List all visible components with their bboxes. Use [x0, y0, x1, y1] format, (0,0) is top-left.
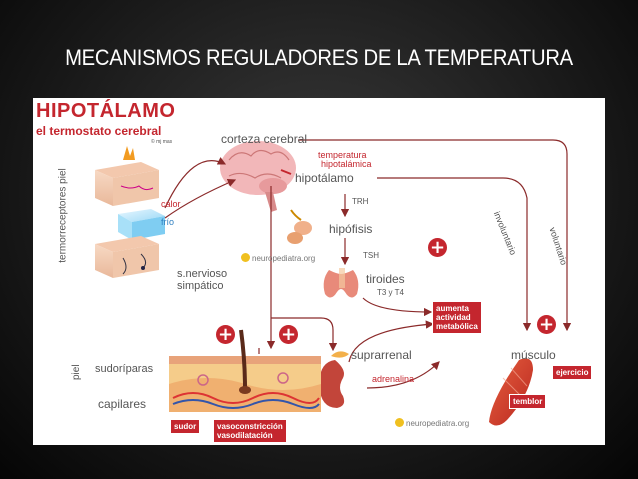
vaso-line-1: vasoconstricción [217, 422, 283, 431]
temperatura-label: temperatura [318, 150, 367, 160]
vasoconstriccion-box: vasoconstricción vasodilatación [213, 419, 287, 443]
aumenta-line-3: metabólica [436, 322, 478, 331]
simpatico-label: simpático [177, 280, 224, 292]
hipotalamo-label: hipotálamo [295, 171, 354, 185]
aumenta-line-1: aumenta [436, 304, 469, 313]
plus-sign-adrenal: + [279, 324, 298, 345]
skin-block-hot [95, 146, 159, 206]
capilares-label: capilares [98, 397, 147, 411]
suprarrenal-label: suprarrenal [351, 348, 412, 362]
hipofisis-label: hipófisis [329, 222, 373, 236]
watermark-1: neuropediatra.org [241, 253, 315, 263]
frio-label: frío [161, 217, 175, 227]
diagram-panel: HIPOTÁLAMO el termostato cerebral © mj m… [33, 98, 605, 445]
slide-title: MECANISMOS REGULADORES DE LA TEMPERATURA [65, 45, 573, 70]
adrenalina-label: adrenalina [372, 374, 415, 384]
termorreceptores-label: termorreceptores piel [57, 168, 69, 263]
watermark-2: neuropediatra.org [395, 418, 469, 428]
ejercicio-box: ejercicio [552, 365, 593, 380]
muscle-illustration [489, 358, 533, 426]
adrenal-kidney-illustration [319, 351, 349, 408]
calor-label: calor [161, 199, 181, 209]
musculo-label: músculo [511, 348, 556, 362]
hypothalamus-pointer [280, 169, 292, 175]
sudor-box: sudor [170, 419, 201, 434]
thyroid-illustration [323, 268, 359, 298]
tsh-label: TSH [363, 251, 379, 260]
skin-block-cold [95, 209, 165, 278]
hipotalamica-label: hipotalámica [321, 159, 372, 169]
tiroides-label: tiroides [366, 272, 405, 286]
sudoriparas-label: sudoríparas [95, 363, 154, 375]
skin-cross-section-illustration [169, 329, 321, 412]
plus-sign-muscle: + [537, 314, 556, 335]
arrows [164, 139, 572, 389]
copyright-note: © mj mas [151, 139, 173, 145]
diagram-header-sub: el termostato cerebral [36, 124, 162, 138]
t3t4-label: T3 y T4 [377, 288, 404, 297]
plus-sign-thyroid: + [428, 237, 447, 258]
brain-illustration [220, 141, 296, 212]
snervioso-label: s.nervioso [177, 268, 228, 280]
trh-label: TRH [352, 197, 369, 206]
aumenta-actividad-box: aumenta actividad metabólica [432, 301, 482, 334]
aumenta-line-2: actividad [436, 313, 471, 322]
diagram-graphics [95, 139, 572, 426]
pituitary-illustration [287, 209, 312, 244]
temblor-box: temblor [509, 394, 547, 409]
vaso-line-2: vasodilatación [217, 431, 273, 440]
piel-label: piel [71, 364, 82, 380]
corteza-label: corteza cerebral [221, 132, 308, 146]
diagram-header-main: HIPOTÁLAMO [36, 100, 176, 122]
plus-sign-skin: + [216, 324, 235, 345]
